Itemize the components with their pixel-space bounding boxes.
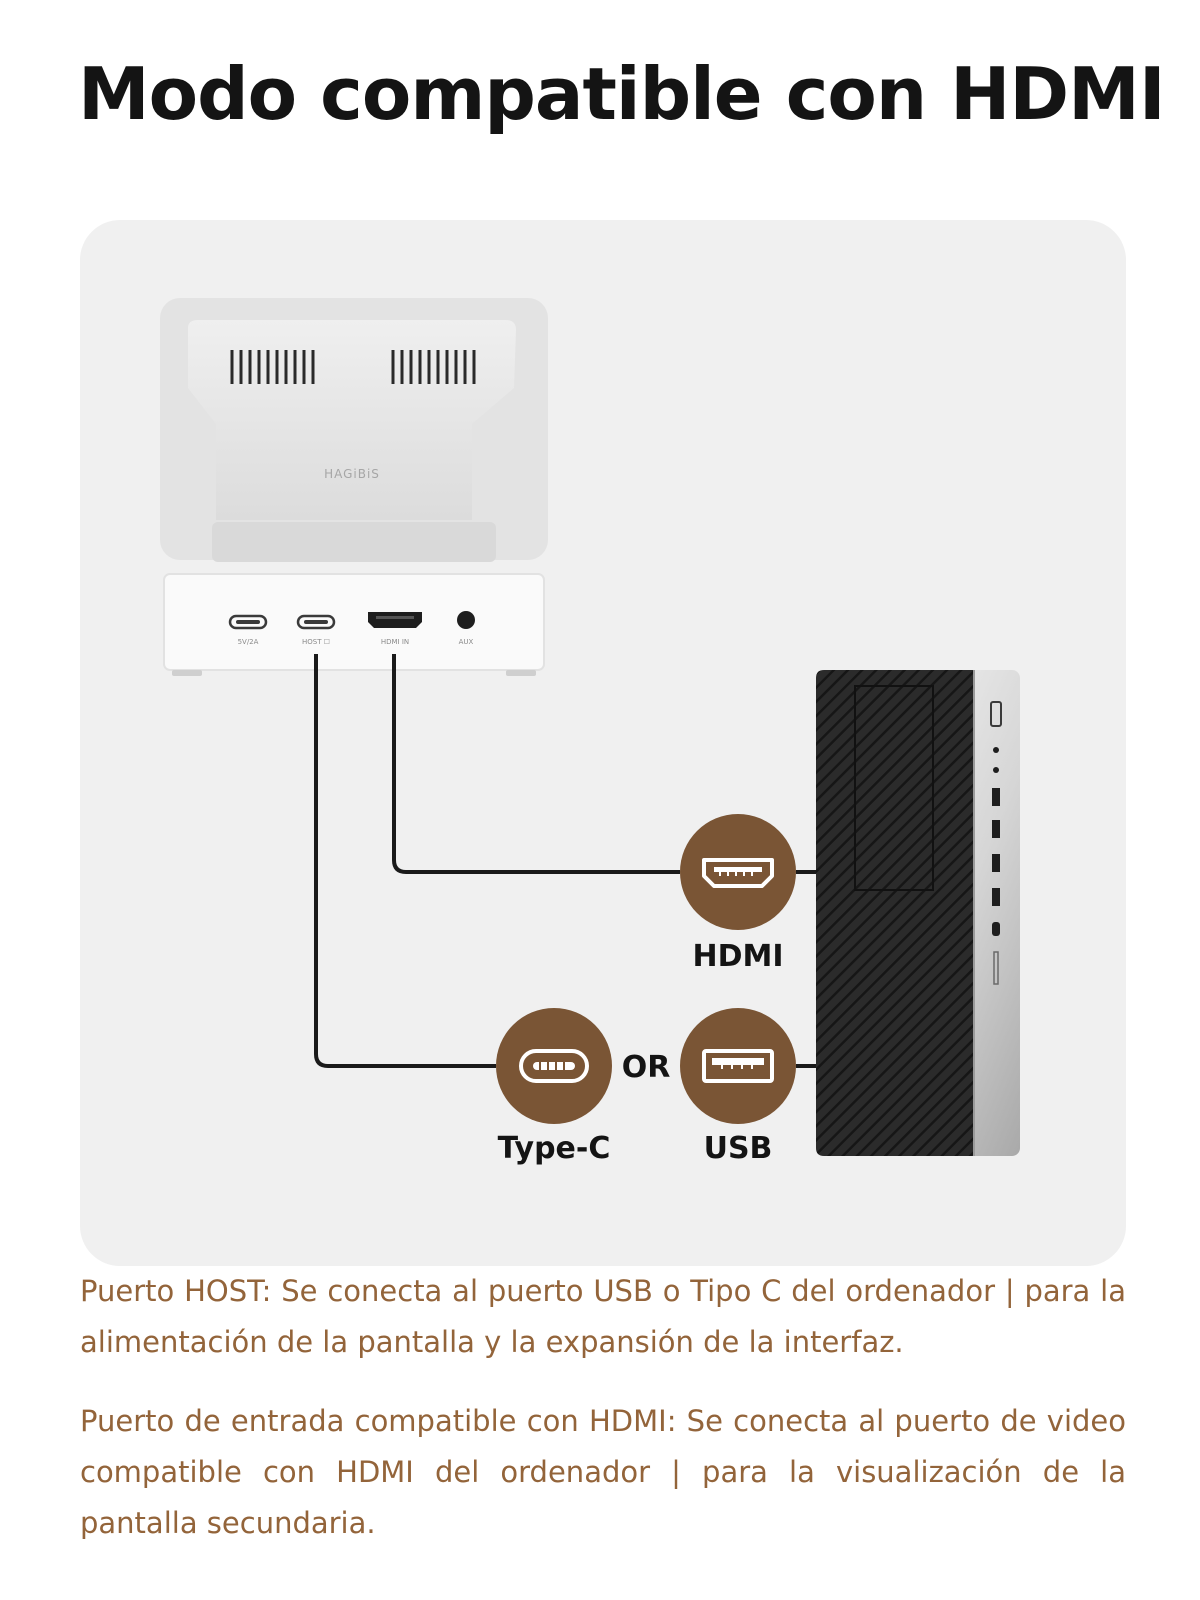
desktop-pc <box>816 670 1020 1156</box>
host-port-description: Puerto HOST: Se conecta al puerto USB o … <box>80 1274 1126 1359</box>
power-button-icon <box>990 701 1002 727</box>
usb-c-icon <box>519 1049 589 1083</box>
or-label: OR <box>622 1050 671 1085</box>
port-label: HOST ☐ <box>302 638 330 646</box>
connection-diagram: HAGiBiS 5V/2A HOST ☐ HDMI IN <box>80 220 1126 1266</box>
vent-right-icon <box>391 350 476 384</box>
usb-label: USB <box>704 1131 773 1166</box>
usb-connector <box>680 1008 796 1124</box>
port-label: 5V/2A <box>238 638 259 646</box>
front-usb-c-port <box>992 922 1000 936</box>
hdmi-icon <box>702 858 774 888</box>
port-5v: 5V/2A <box>228 614 268 646</box>
hdmi-connector <box>680 814 796 930</box>
port-hdmi-in: HDMI IN <box>368 612 422 646</box>
base-dock <box>163 573 545 671</box>
diagram-canvas: HAGiBiS 5V/2A HOST ☐ HDMI IN <box>160 298 1020 1166</box>
usb-a-icon <box>702 1049 774 1083</box>
stand-foot <box>212 522 496 562</box>
audio-jack-icon <box>993 747 999 753</box>
typec-connector <box>496 1008 612 1124</box>
page-title: Modo compatible con HDMI <box>78 52 1166 136</box>
vent-left-icon <box>230 350 315 384</box>
host-cable <box>314 654 496 1068</box>
card-slot <box>993 951 999 985</box>
audio-jack-icon <box>993 767 999 773</box>
hdmi-port-description: Puerto de entrada compatible con HDMI: S… <box>80 1404 1126 1540</box>
base-foot-left <box>172 670 202 676</box>
front-usb-port <box>992 788 1000 806</box>
front-usb-port <box>992 820 1000 838</box>
port-host: HOST ☐ <box>296 614 336 646</box>
drive-bay <box>854 685 934 891</box>
base-foot-right <box>506 670 536 676</box>
pc-front-mesh <box>816 670 974 1156</box>
hdmi-label: HDMI <box>692 939 783 974</box>
monitor-device: HAGiBiS 5V/2A HOST ☐ HDMI IN <box>160 298 548 676</box>
hdmi-cable <box>392 654 680 874</box>
port-label: HDMI IN <box>381 638 409 646</box>
typec-label: Type-C <box>498 1131 611 1166</box>
port-label: AUX <box>459 638 474 646</box>
port-aux: AUX <box>457 611 475 646</box>
front-usb-port <box>992 888 1000 906</box>
brand-logo: HAGiBiS <box>324 467 380 481</box>
stand-arm <box>188 320 516 520</box>
front-usb-port <box>992 854 1000 872</box>
